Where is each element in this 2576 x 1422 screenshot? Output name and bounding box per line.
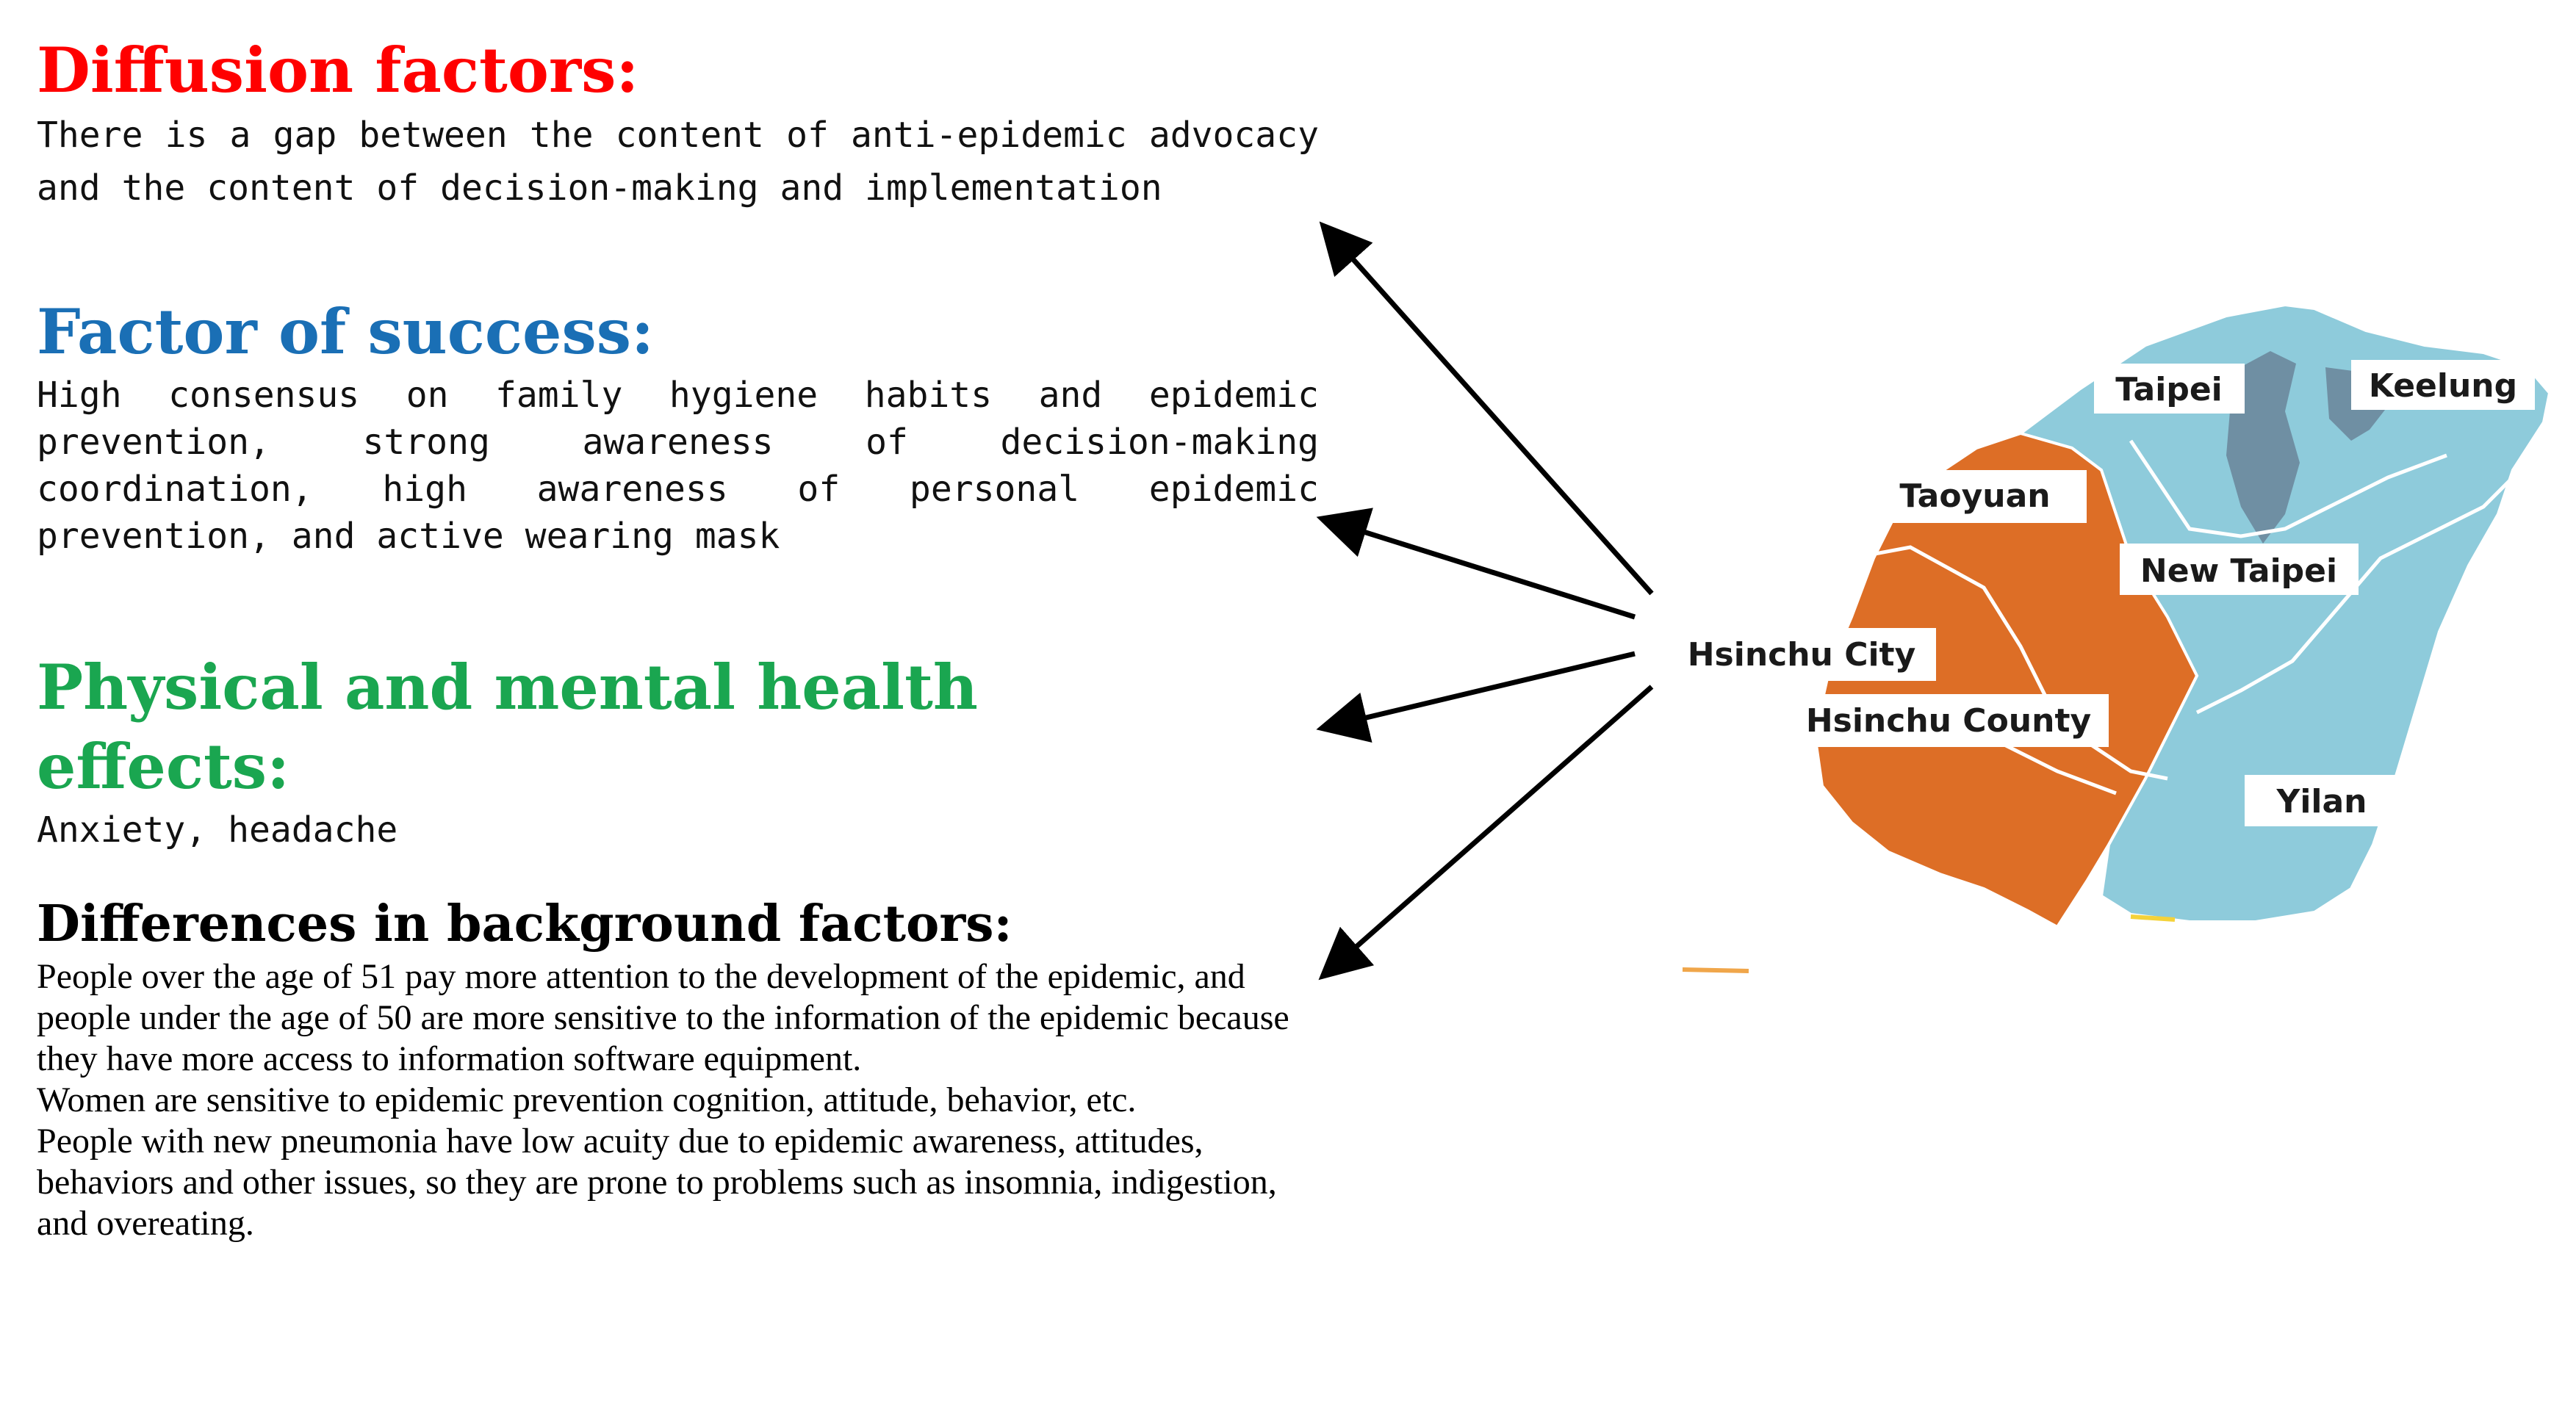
label-hsinchu-city: Hsinchu City [1668,628,1936,681]
arrow-to-background [1318,685,1654,981]
diffusion-heading: Diffusion factors: [37,34,639,107]
success-heading: Factor of success: [37,295,655,368]
label-taipei-text: Taipei [2115,371,2223,408]
label-keelung: Keelung [2351,360,2535,410]
background-paragraph: People over the age of 51 pay more atten… [37,957,1289,1078]
label-hsinchu-county: Hsinchu County [1789,694,2109,747]
label-keelung-text: Keelung [2369,367,2517,405]
arrow-to-success [1316,508,1636,620]
label-taoyuan: Taoyuan [1863,470,2087,523]
background-paragraph: Women are sensitive to epidemic preventi… [37,1080,1137,1119]
health-heading-line2: effects: [37,730,290,803]
map-coast-mark [2130,914,2176,922]
label-hsinchu-city-text: Hsinchu City [1688,636,1916,674]
background-heading: Differences in background factors: [37,895,1012,953]
background-paragraph: People with new pneumonia have low acuit… [37,1122,1277,1243]
map-boundary-taoyuan-hsinchu [1851,545,2168,781]
success-text: High consensus on family hygiene habits … [37,375,1319,557]
arrow-to-health [1316,651,1636,743]
label-yilan-text: Yilan [2275,783,2367,820]
label-hsinchu-county-text: Hsinchu County [1806,702,2091,740]
arrow-to-diffusion [1319,221,1654,596]
background-text: People over the age of 51 pay more atten… [37,956,1315,1244]
label-taoyuan-text: Taoyuan [1899,477,2050,515]
diffusion-text: There is a gap between the content of an… [37,115,1319,209]
map-boundary-taipei-newtaipei [2129,439,2447,538]
label-new-taipei: New Taipei [2120,544,2359,595]
health-text: Anxiety, headache [37,809,398,851]
label-new-taipei-text: New Taipei [2140,552,2337,590]
label-yilan: Yilan [2245,775,2399,826]
label-taipei: Taipei [2094,364,2245,414]
arrows [1316,221,1654,981]
map-coast-mark [1682,967,1749,973]
health-heading-line1: Physical and mental health [37,651,978,723]
